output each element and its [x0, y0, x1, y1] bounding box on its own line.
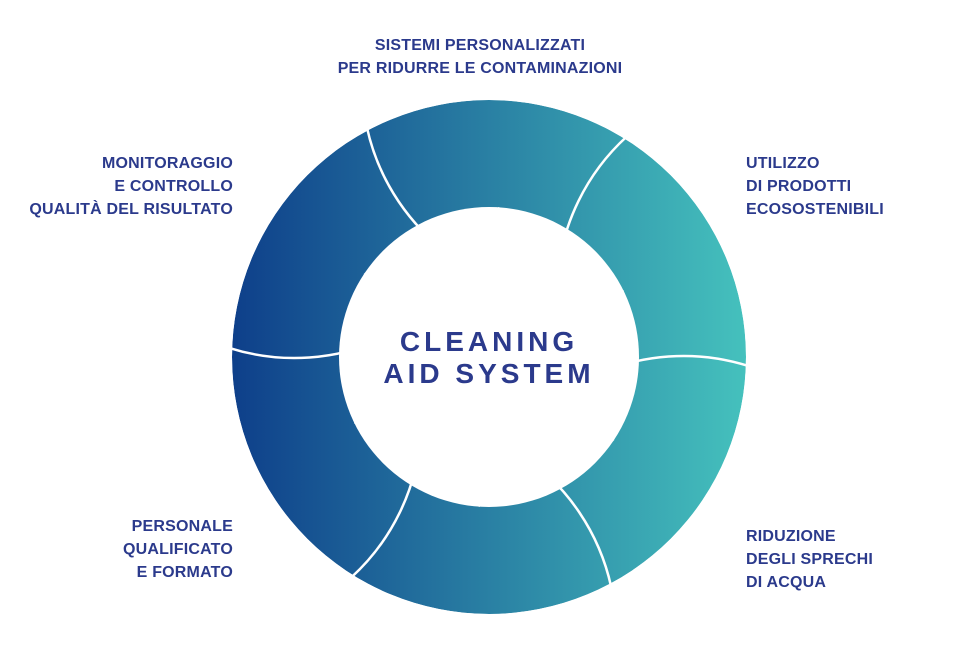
- label-line: UTILIZZO: [746, 155, 820, 172]
- label-line: PERSONALE: [131, 518, 233, 535]
- label-line: ECOSOSTENIBILI: [746, 201, 884, 218]
- label-line: SISTEMI PERSONALIZZATI: [374, 37, 586, 54]
- label-line: DEGLI SPRECHI: [746, 551, 874, 568]
- blade-separators: [228, 127, 750, 587]
- center-title-line2: AID SYSTEM: [383, 358, 595, 389]
- blade-separator-line: [365, 127, 625, 298]
- label-line: RIDUZIONE: [746, 528, 836, 545]
- label-quality-monitoring: MONITORAGGIO E CONTROLLO QUALITÀ DEL RIS…: [29, 152, 233, 221]
- label-line: DI ACQUA: [746, 574, 827, 591]
- blade-separator-line: [555, 135, 628, 442]
- label-line: E FORMATO: [136, 564, 233, 581]
- blade-separator-line: [350, 272, 423, 579]
- center-title-line1: CLEANING: [399, 326, 579, 357]
- label-line: QUALITÀ DEL RISULTATO: [29, 201, 233, 218]
- ring-body: [232, 100, 746, 614]
- blade-separator-line: [477, 354, 750, 507]
- label-line: E CONTROLLO: [114, 178, 233, 195]
- label-personalized-systems: SISTEMI PERSONALIZZATI PER RIDURRE LE CO…: [300, 34, 660, 80]
- label-eco-products: UTILIZZO DI PRODOTTI ECOSOSTENIBILI: [746, 152, 884, 221]
- center-title: CLEANING AID SYSTEM: [339, 326, 639, 390]
- label-water-waste-reduction: RIDUZIONE DEGLI SPRECHI DI ACQUA: [746, 525, 873, 594]
- blade-separator-line: [353, 416, 613, 587]
- label-line: MONITORAGGIO: [102, 155, 233, 172]
- label-line: DI PRODOTTI: [746, 178, 852, 195]
- label-line: PER RIDURRE LE CONTAMINAZIONI: [337, 60, 623, 77]
- label-line: QUALIFICATO: [122, 541, 233, 558]
- blade-separator-line: [228, 207, 501, 360]
- label-qualified-staff: PERSONALE QUALIFICATO E FORMATO: [123, 515, 233, 584]
